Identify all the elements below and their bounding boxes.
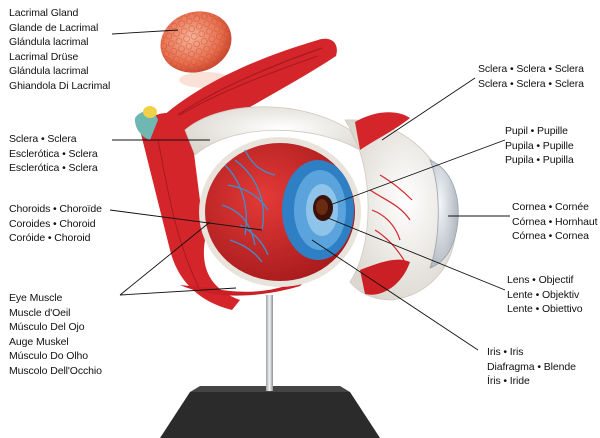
eye-muscles (140, 38, 337, 310)
label-line: Córnea • Cornea (512, 230, 589, 242)
label-line: Lacrimal Gland (9, 7, 79, 19)
label-lens: Lens • Objectif Lente • Objektiv Lente •… (507, 273, 583, 317)
label-choroids: Choroids • Choroïde Coroides • Choroid C… (9, 202, 102, 246)
label-line: Íris • Iride (487, 375, 530, 387)
label-line: Glande de Lacrimal (9, 21, 99, 34)
sclera-front-piece (344, 112, 457, 301)
stand-pole (266, 295, 273, 391)
lateral-muscle (140, 112, 240, 310)
label-line: Eye Muscle (9, 292, 63, 304)
label-line: Córnea • Hornhaut (512, 215, 598, 228)
label-line: Pupila • Pupilla (505, 154, 574, 166)
label-line: Sclera • Sclera (9, 133, 77, 145)
label-iris: Iris • Iris Diafragma • Blende Íris • Ir… (487, 345, 576, 389)
label-line: Glándula lacrimal (9, 36, 89, 48)
label-line: Muscle d'Oeil (9, 306, 71, 319)
label-line: Coroides • Choroid (9, 217, 96, 230)
retina-veins (221, 149, 276, 263)
cornea (429, 159, 459, 269)
label-eye-muscle: Eye Muscle Muscle d'Oeil Músculo Del Ojo… (9, 291, 102, 378)
label-line: Coróide • Choroid (9, 232, 91, 244)
label-line: Músculo Del Ojo (9, 321, 85, 333)
label-line: Pupil • Pupille (505, 125, 568, 137)
label-line: Lente • Obiettivo (507, 303, 583, 315)
label-line: Sclera • Sclera • Sclera (478, 63, 584, 75)
stand-base (160, 392, 380, 438)
label-line: Sclera • Sclera • Sclera (478, 77, 584, 90)
oblique-muscle (134, 111, 158, 140)
label-line: Pupila • Pupille (505, 139, 574, 152)
inferior-muscle (180, 268, 318, 296)
label-line: Choroids • Choroïde (9, 203, 102, 215)
label-line: Esclerótica • Sclera (9, 147, 98, 160)
lacrimal-gland (160, 11, 232, 88)
label-line: Lente • Objektiv (507, 288, 580, 301)
label-line: Diafragma • Blende (487, 360, 576, 373)
label-cornea: Cornea • Cornée Córnea • Hornhaut Córnea… (512, 200, 598, 244)
label-lacrimal-gland: Lacrimal Gland Glande de Lacrimal Glándu… (9, 6, 110, 93)
label-line: Iris • Iris (487, 346, 524, 358)
label-sclera-right: Sclera • Sclera • Sclera Sclera • Sclera… (478, 62, 584, 91)
label-line: Esclerótica • Sclera (9, 162, 98, 174)
label-line: Auge Muskel (9, 335, 69, 348)
label-line: Músculo Do Olho (9, 350, 89, 362)
label-line: Muscolo Dell'Occhio (9, 364, 102, 377)
label-line: Ghiandola Di Lacrimal (9, 79, 111, 92)
label-line: Cornea • Cornée (512, 201, 589, 213)
leader-lines (109, 29, 510, 351)
label-line: Lacrimal Drüse (9, 50, 79, 63)
label-pupil: Pupil • Pupille Pupila • Pupille Pupila … (505, 124, 574, 168)
lens (316, 199, 328, 215)
label-sclera-left: Sclera • Sclera Esclerótica • Sclera Esc… (9, 132, 98, 176)
stand (160, 295, 380, 438)
yellow-tendon (143, 106, 157, 118)
label-line: Lens • Objectif (507, 274, 574, 286)
label-line: Glándula lacrimal (9, 65, 89, 77)
